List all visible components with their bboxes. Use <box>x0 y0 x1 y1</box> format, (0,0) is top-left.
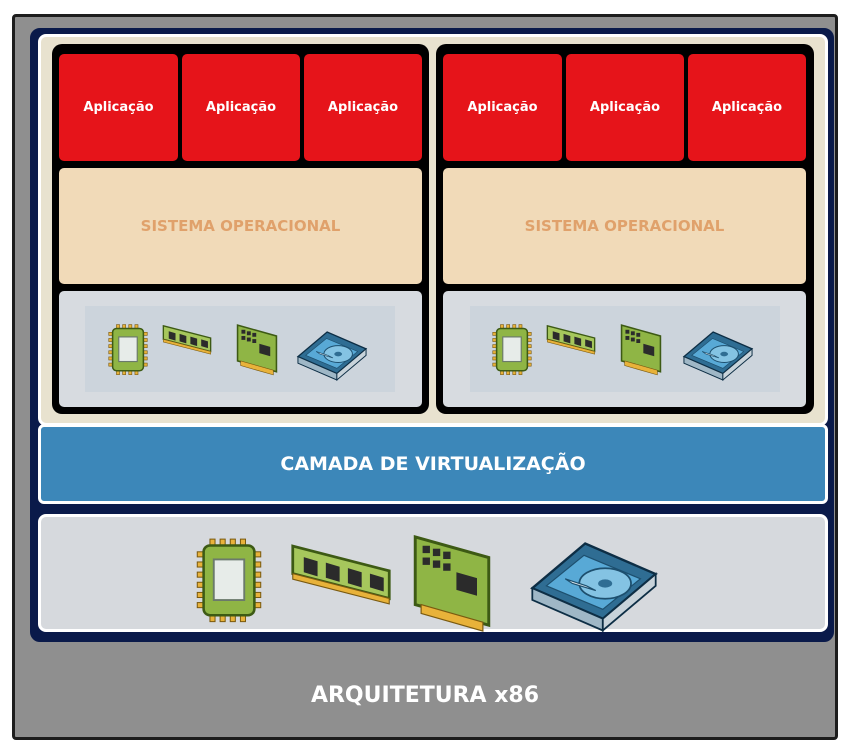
application-box: Aplicação <box>443 54 562 161</box>
network-card-icon <box>620 324 662 376</box>
architecture-label: ARQUITETURA x86 <box>310 682 540 708</box>
cpu-chip-icon <box>491 323 533 376</box>
cpu-chip-icon <box>195 537 263 623</box>
operating-system-box: SISTEMA OPERACIONAL <box>59 168 422 284</box>
application-box: Aplicação <box>59 54 178 161</box>
memory-module-icon <box>162 325 212 355</box>
hard-disk-icon <box>531 542 657 632</box>
memory-module-icon <box>546 325 596 355</box>
application-box: Aplicação <box>304 54 422 161</box>
application-box: Aplicação <box>566 54 684 161</box>
hard-disk-icon <box>297 331 367 381</box>
application-box: Aplicação <box>182 54 300 161</box>
network-card-icon <box>413 535 491 633</box>
application-box: Aplicação <box>688 54 806 161</box>
memory-module-icon <box>291 544 391 606</box>
virtualization-layer: CAMADA DE VIRTUALIZAÇÃO <box>38 424 828 504</box>
operating-system-box: SISTEMA OPERACIONAL <box>443 168 806 284</box>
network-card-icon <box>236 324 278 376</box>
cpu-chip-icon <box>108 323 149 376</box>
hard-disk-icon <box>683 331 753 381</box>
